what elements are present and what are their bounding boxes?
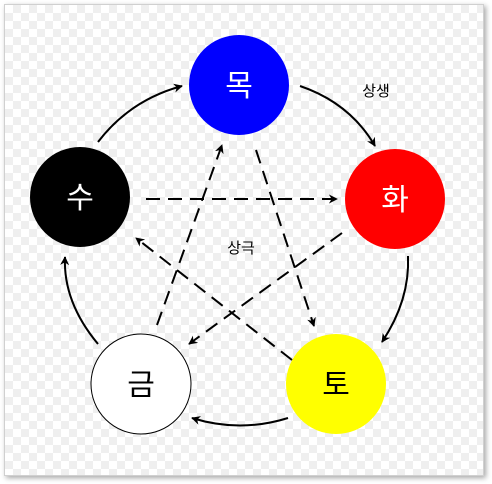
arrow-water-to-wood xyxy=(97,83,183,143)
node-water: 수 xyxy=(30,147,130,247)
arrow-earth-to-water xyxy=(135,237,293,361)
node-water-circle xyxy=(30,147,130,247)
node-fire: 화 xyxy=(345,149,445,249)
arrow-fire-to-metal xyxy=(188,232,343,345)
node-wood-label: 목 xyxy=(225,69,253,104)
generating-arrows xyxy=(60,83,410,427)
node-fire-label: 화 xyxy=(381,183,409,218)
arrow-earth-to-metal xyxy=(191,416,289,427)
node-earth: 토 xyxy=(286,334,386,434)
node-fire-circle xyxy=(345,149,445,249)
arrow-metal-to-wood xyxy=(156,144,224,326)
overcoming-arrows xyxy=(135,144,343,361)
node-water-label: 수 xyxy=(66,181,94,216)
arrow-wood-to-earth xyxy=(255,149,316,327)
node-earth-circle xyxy=(286,334,386,434)
arrow-wood-to-fire xyxy=(299,85,376,147)
node-metal-label: 금 xyxy=(127,368,155,403)
node-earth-label: 토 xyxy=(322,368,350,403)
generating-cycle-label: 상생 xyxy=(362,82,390,100)
node-wood: 목 xyxy=(189,35,289,135)
arrow-fire-to-earth xyxy=(381,255,410,343)
node-wood-circle xyxy=(189,35,289,135)
arrow-metal-to-water xyxy=(60,256,99,345)
node-metal-circle xyxy=(90,333,192,435)
node-metal: 금 xyxy=(90,333,192,435)
overcoming-cycle-label: 상극 xyxy=(227,239,255,257)
